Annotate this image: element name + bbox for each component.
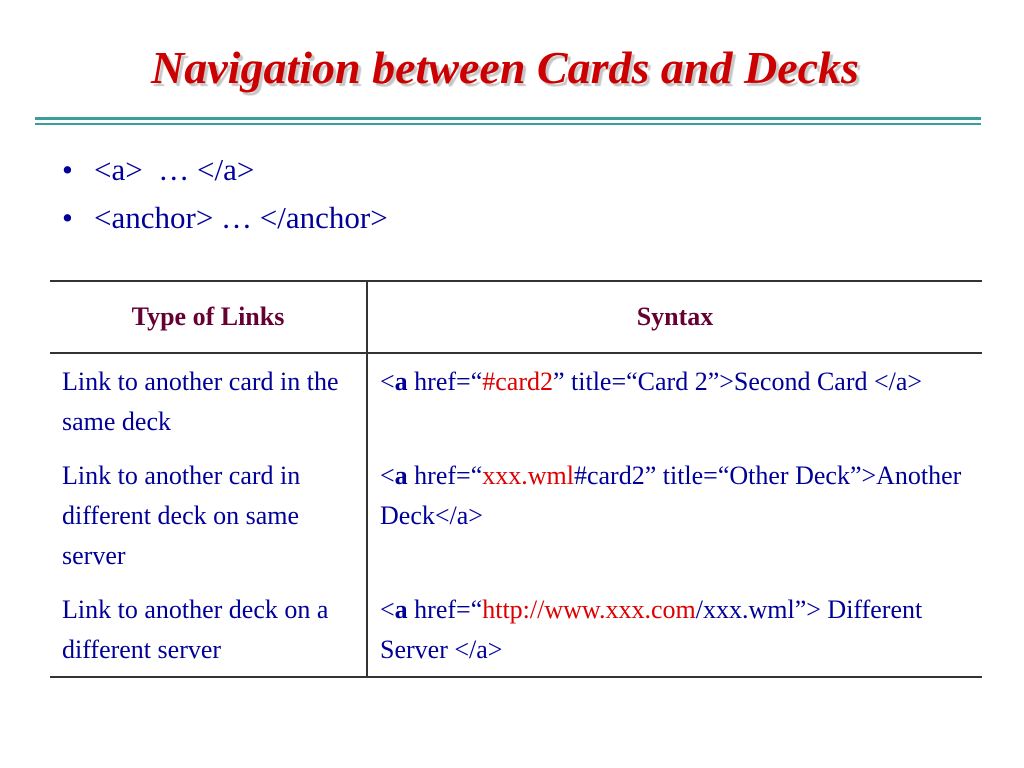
link-type-cell: Link to another card in the same deck [50, 353, 368, 448]
header-syntax: Syntax [367, 280, 982, 354]
syntax-highlight: xxx.wml [482, 461, 574, 490]
syntax-cell: <a href=“xxx.wml#card2” title=“Other Dec… [367, 448, 982, 582]
syntax-close: </a> [434, 501, 483, 530]
bullet-text: <a> … </a> [94, 152, 255, 187]
syntax-cell: <a href=“http://www.xxx.com/xxx.wml”> Di… [367, 582, 982, 678]
syntax-tag: a [394, 461, 408, 490]
syntax-highlight: #card2 [482, 367, 553, 396]
syntax-tag: a [394, 367, 408, 396]
header-type-of-links: Type of Links [50, 280, 368, 354]
links-table: Type of Links Syntax Link to another car… [50, 280, 982, 678]
title-divider-top [35, 117, 981, 120]
syntax-highlight: http://www.xxx.com [482, 595, 696, 624]
syntax-cell: <a href=“#card2” title=“Card 2”>Second C… [367, 353, 982, 448]
bullet-list: • <a> … </a> • <anchor> … </anchor> [62, 150, 388, 246]
bullet-dot-icon: • [62, 152, 73, 187]
table-header-row: Type of Links Syntax [50, 280, 982, 354]
link-type-cell: Link to another deck on a different serv… [50, 582, 368, 678]
syntax-pre: href=“ [407, 595, 483, 624]
syntax-pre: href=“ [407, 461, 483, 490]
syntax-lt: < [380, 461, 395, 490]
syntax-close: </a> [874, 367, 923, 396]
bullet-text: <anchor> … </anchor> [94, 200, 388, 235]
syntax-close: </a> [454, 635, 503, 664]
slide-title: Navigation between Cards and Decks [151, 42, 859, 93]
table-row: Link to another card in different deck o… [50, 448, 982, 582]
link-type-cell: Link to another card in different deck o… [50, 448, 368, 582]
syntax-lt: < [380, 367, 395, 396]
title-divider-bottom [35, 123, 981, 125]
bullet-dot-icon: • [62, 200, 73, 235]
syntax-lt: < [380, 595, 395, 624]
bullet-item: • <a> … </a> [62, 150, 388, 198]
syntax-post: #card2” title=“Other Deck”>Another Deck [380, 461, 962, 530]
syntax-post: /xxx.wml”> Different Server [380, 595, 923, 664]
syntax-post: ” title=“Card 2”>Second Card [552, 367, 874, 396]
syntax-tag: a [394, 595, 408, 624]
bullet-item: • <anchor> … </anchor> [62, 198, 388, 246]
table-row: Link to another deck on a different serv… [50, 582, 982, 678]
table-row: Link to another card in the same deck <a… [50, 353, 982, 448]
syntax-pre: href=“ [407, 367, 483, 396]
